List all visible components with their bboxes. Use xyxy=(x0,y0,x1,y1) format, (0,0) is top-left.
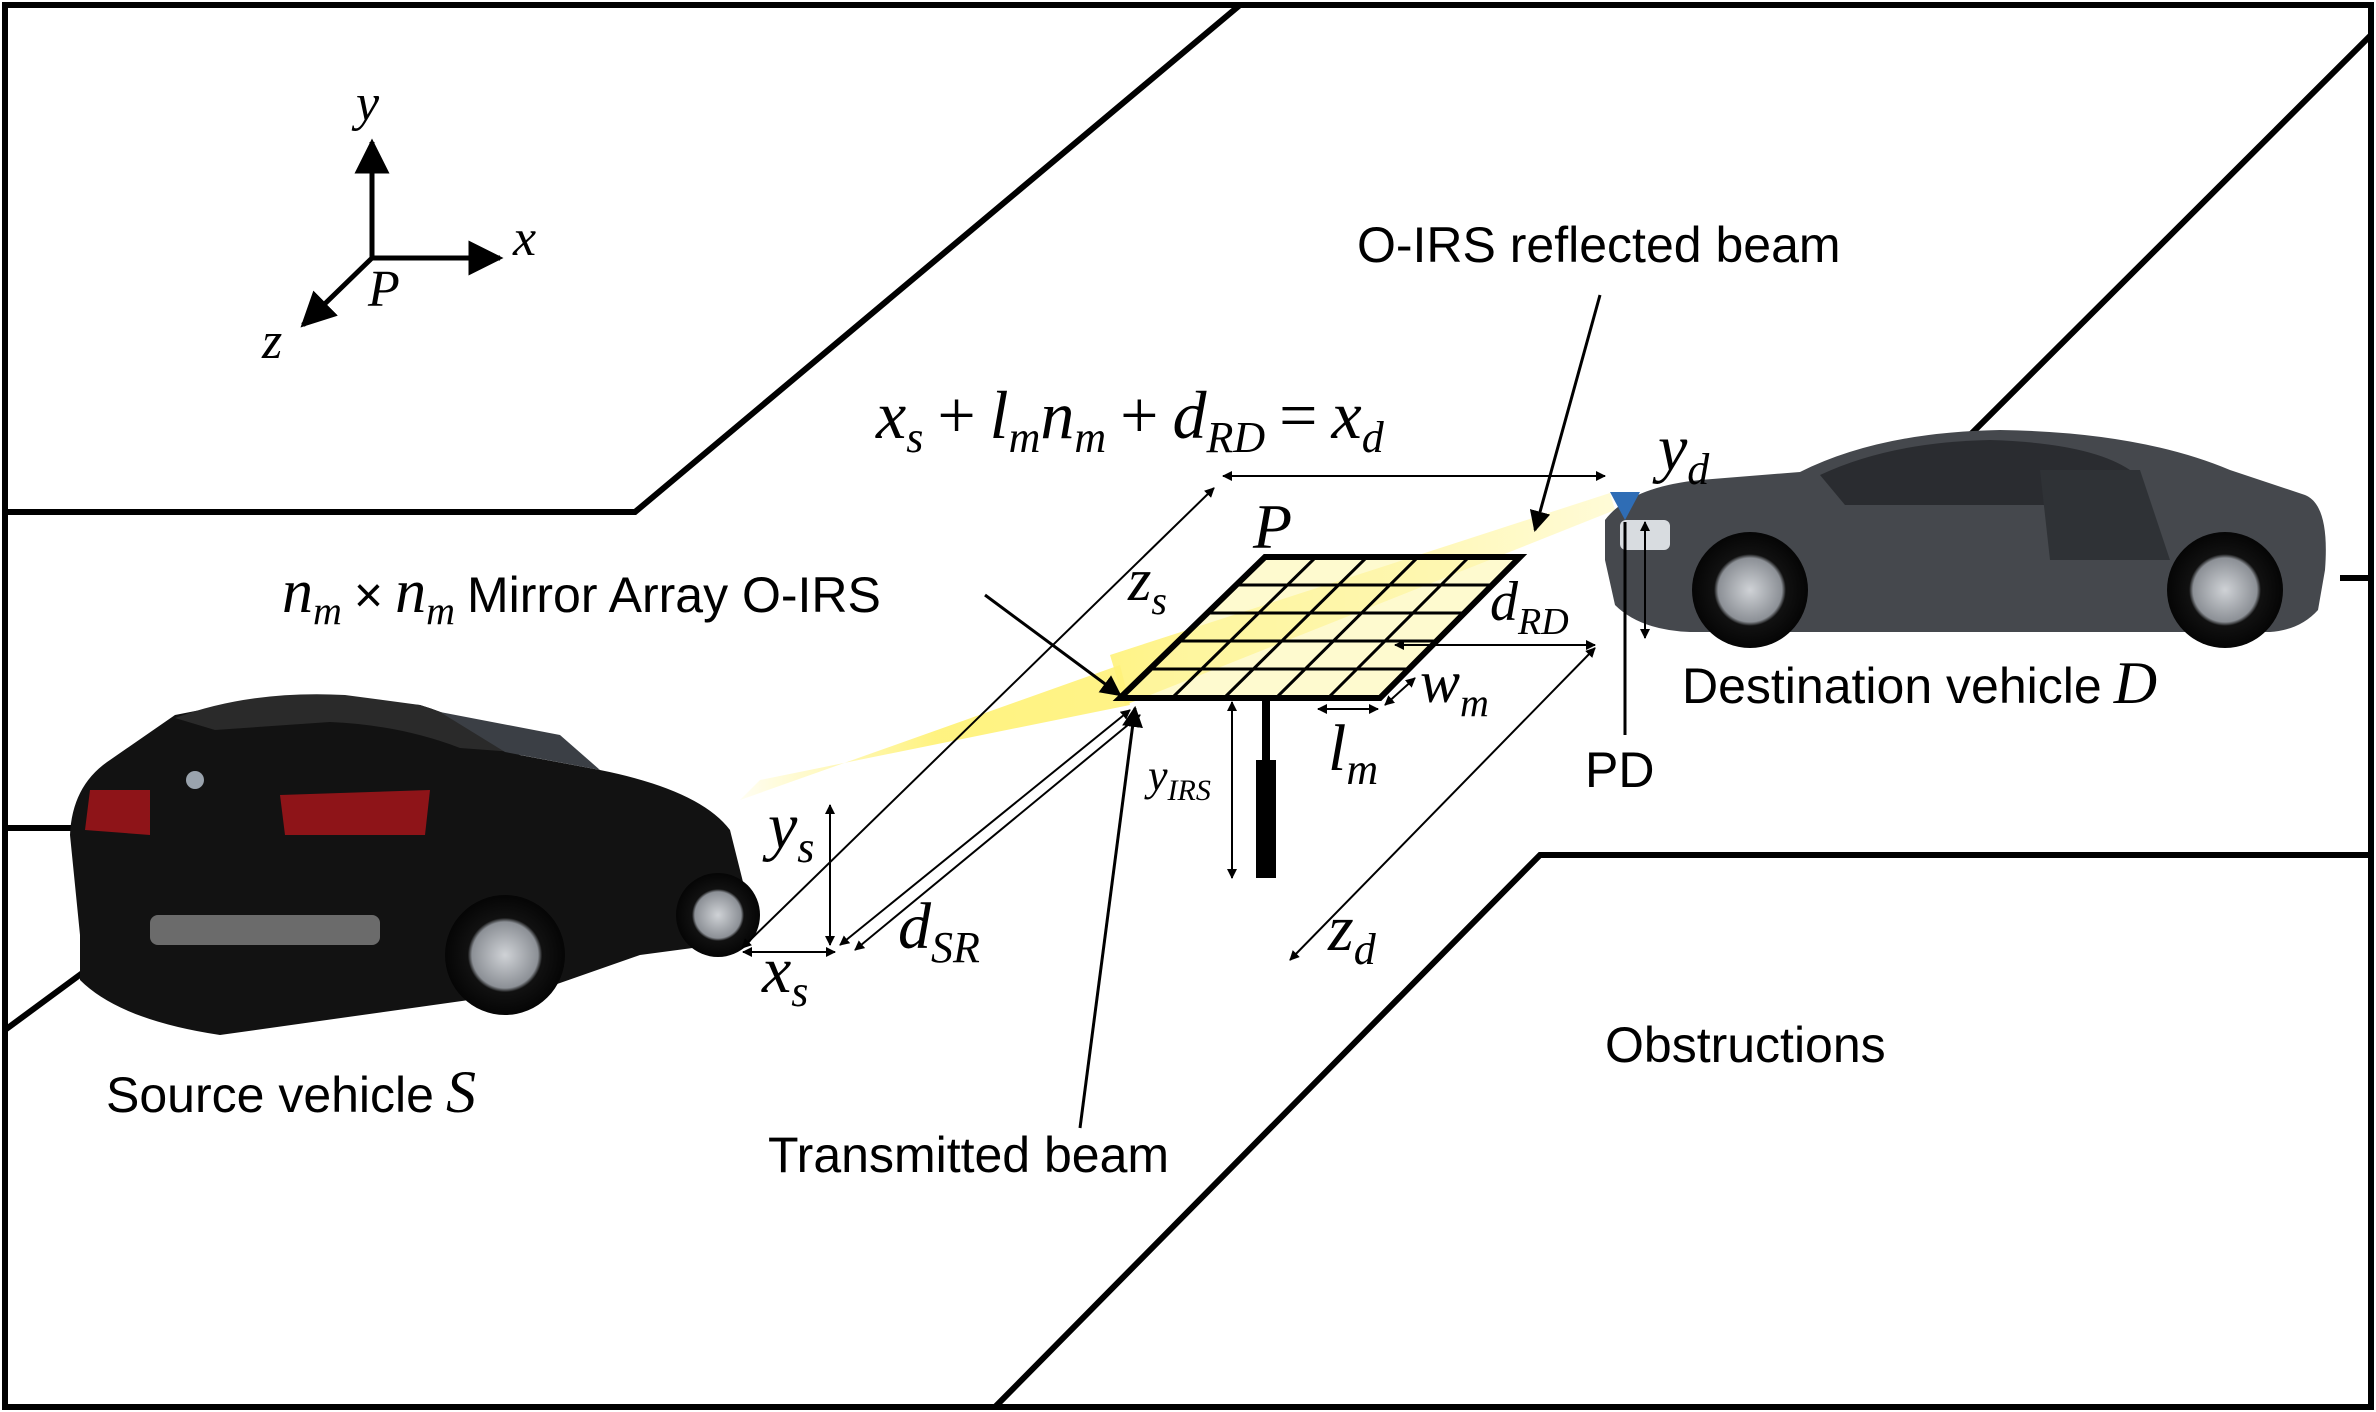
d-rd-label: dRD xyxy=(1490,571,1569,643)
y-d-label: yd xyxy=(1652,412,1710,494)
transmitted-beam-leader xyxy=(1078,705,1143,1129)
range-equation: xs+lmnm+dRD=xd xyxy=(875,377,1385,462)
x-axis-label: x xyxy=(512,210,536,267)
destination-car-rear-wheel xyxy=(2167,532,2283,648)
destination-vehicle xyxy=(1605,430,2326,648)
upper-right-obstruction-edge xyxy=(1962,32,2374,443)
w-m-label: wm xyxy=(1420,649,1489,725)
dimension-lines xyxy=(741,471,1650,961)
source-car-window xyxy=(440,712,600,770)
destination-car-front-wheel xyxy=(1692,532,1808,648)
source-left-taillight xyxy=(85,790,150,835)
destination-car-door xyxy=(2040,470,2170,560)
z-d-dimension-line xyxy=(1289,647,1596,961)
source-car-roof xyxy=(175,694,515,752)
source-car-body xyxy=(70,699,745,1035)
obstructions-label: Obstructions xyxy=(1605,1017,1886,1073)
irs-pole-base xyxy=(1256,760,1276,878)
source-right-taillight xyxy=(280,790,430,835)
z-axis-arrow xyxy=(300,256,374,328)
coordinate-axes: y x z P xyxy=(261,75,536,370)
source-car-badge xyxy=(186,771,204,789)
w-m-dimension-line xyxy=(1384,677,1416,706)
reflected-beam-leader xyxy=(1529,294,1602,533)
x-s-label: xs xyxy=(761,934,808,1016)
z-s-label: zs xyxy=(1127,547,1167,623)
source-car-front-wheel xyxy=(676,873,760,957)
transmitted-beam-label: Transmitted beam xyxy=(768,1127,1169,1183)
z-d-label: zd xyxy=(1327,892,1377,974)
pd-marker xyxy=(1610,492,1640,520)
d-sr-dimension-line-b xyxy=(854,714,1141,951)
pd-label: PD xyxy=(1585,742,1654,798)
y-axis-label: y xyxy=(351,75,380,132)
source-car-bumper xyxy=(150,915,380,945)
y-s-label: ys xyxy=(762,790,814,872)
source-car-rear-wheel xyxy=(445,895,565,1015)
callout-leaders xyxy=(984,294,1602,1129)
origin-label: P xyxy=(367,261,400,318)
reflected-beam-label: O-IRS reflected beam xyxy=(1357,217,1841,273)
transmitted-beam xyxy=(740,665,1130,800)
source-vehicle xyxy=(70,694,760,1035)
equation-text: xs+lmnm+dRD=xd xyxy=(875,377,1385,462)
irs-point-label: P xyxy=(1252,491,1292,562)
z-axis-label: z xyxy=(261,313,282,370)
dimension-labels: zs dRD wm lm yIRS ys xs dSR zd yd xyxy=(761,412,1710,1016)
lower-right-obstruction-edge xyxy=(992,852,2371,1410)
y-irs-label: yIRS xyxy=(1144,751,1211,807)
d-sr-dimension-line-a xyxy=(839,709,1131,946)
irs-panel-fill xyxy=(1120,557,1520,698)
l-m-label: lm xyxy=(1328,712,1378,794)
d-sr-label: dSR xyxy=(898,890,980,972)
upper-left-obstruction-edge xyxy=(5,2,1242,515)
mirror-array-leader xyxy=(984,593,1122,697)
